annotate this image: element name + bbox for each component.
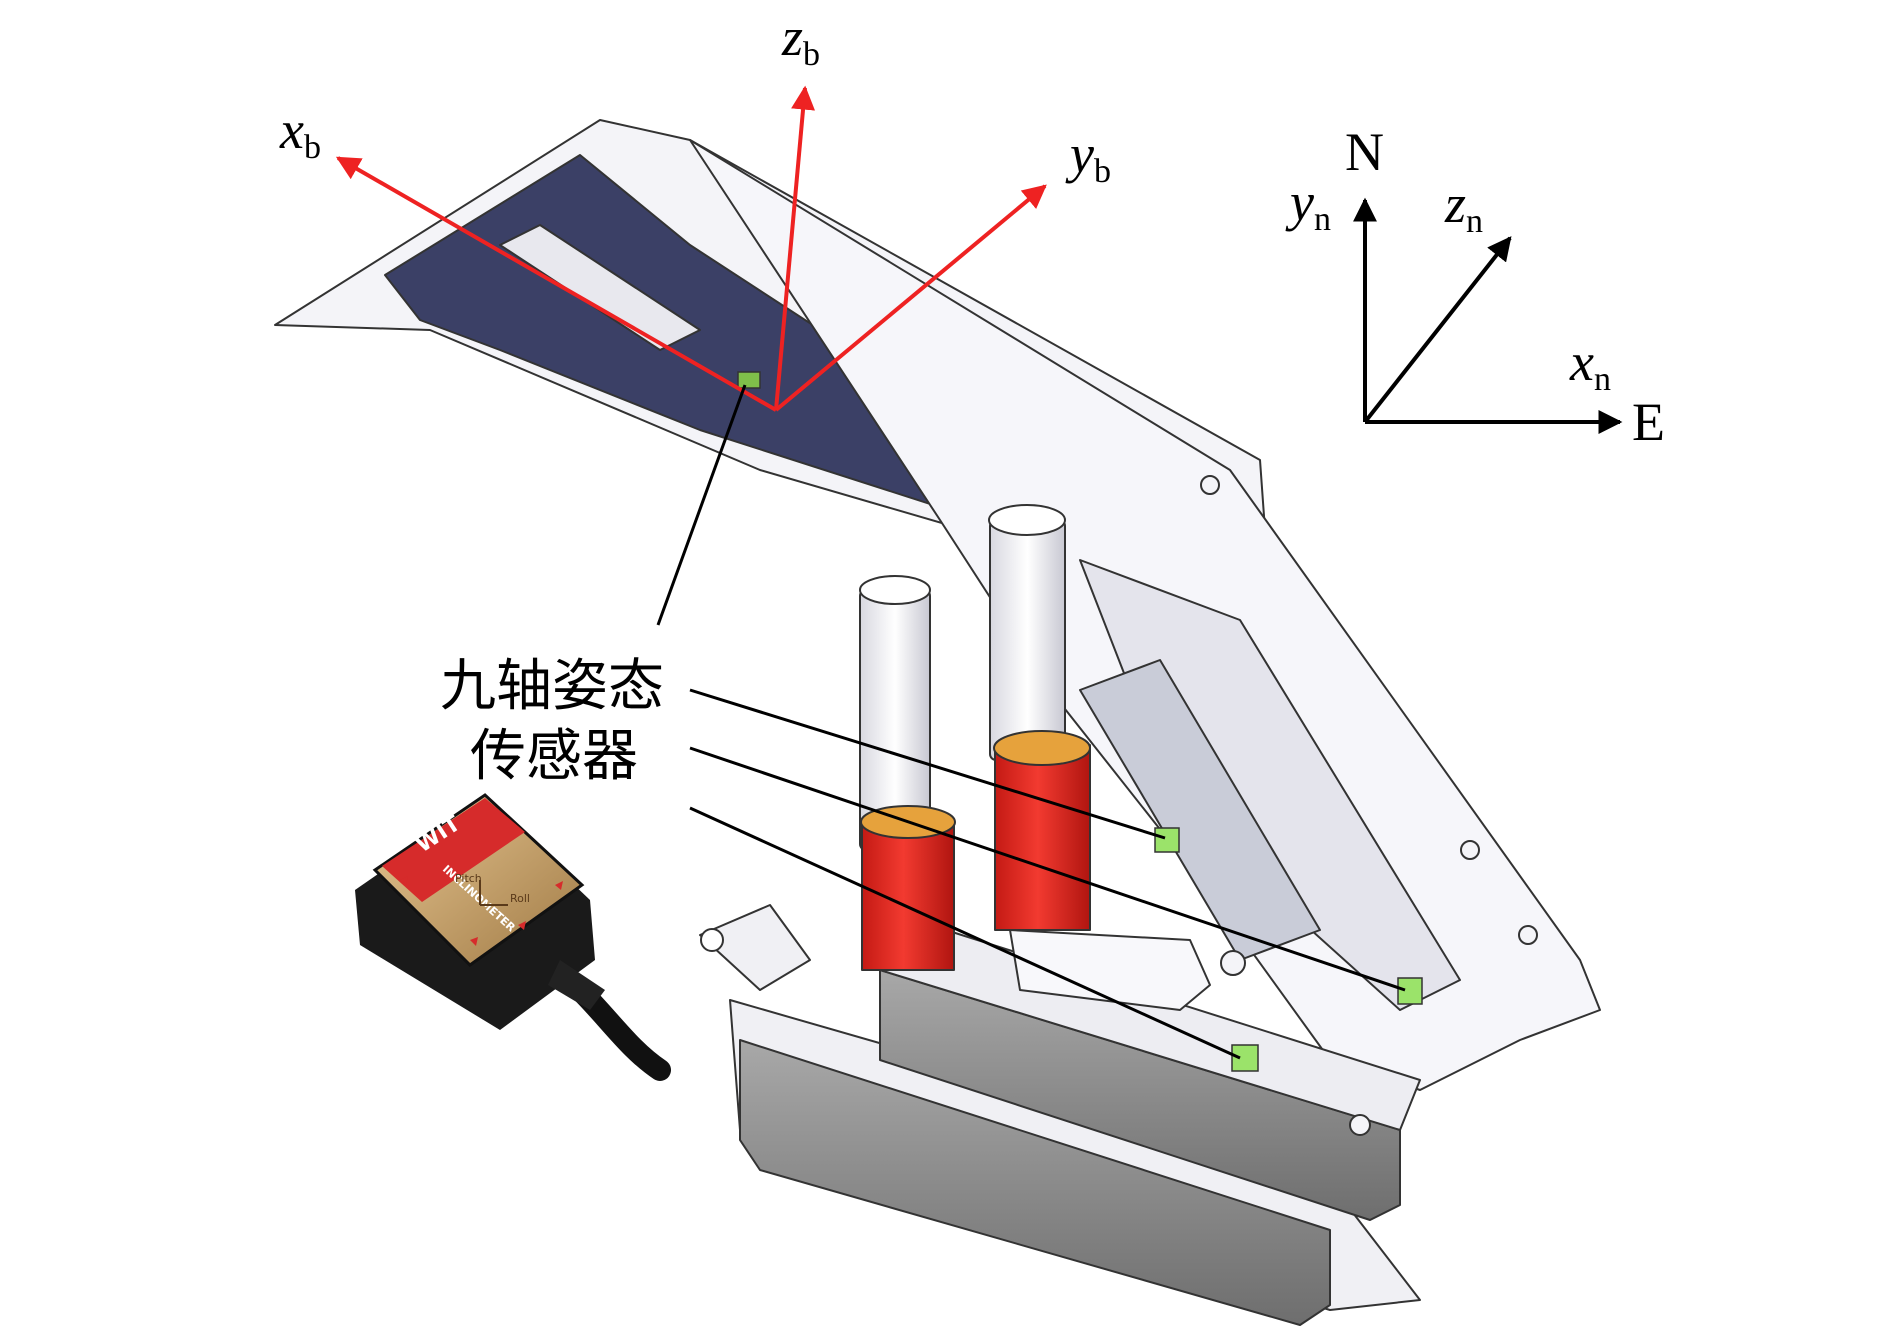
mount-hole xyxy=(1518,925,1538,945)
body-y-axis xyxy=(774,184,1047,412)
body-frame-labels: xb zb yb xyxy=(279,7,1111,190)
east-label: E xyxy=(1632,392,1665,452)
grey-guide-plate xyxy=(1079,659,1321,961)
sensor-markers xyxy=(737,371,1423,1072)
nav-frame-labels: N yn zn xn E xyxy=(1285,122,1665,452)
body-frame-axes xyxy=(335,85,1047,412)
base-lug xyxy=(699,904,811,991)
leg-cylinder-right-lower xyxy=(994,744,1091,931)
leader-rear xyxy=(689,746,1406,992)
body-z-label: zb xyxy=(781,7,820,73)
sensor-header-band xyxy=(382,798,525,902)
sensor-marker-rear xyxy=(1397,977,1423,1005)
sensor-pitch-label: Pitch xyxy=(455,872,482,885)
base-pad-left xyxy=(739,1039,1331,1326)
body-z-axis xyxy=(774,85,816,411)
lug-hole xyxy=(700,928,724,952)
mount-hole xyxy=(1349,1114,1371,1136)
canopy-bar xyxy=(499,224,701,351)
sensor-corner-marks xyxy=(400,876,563,946)
leg-cylinder-left-lower xyxy=(861,819,955,971)
leg-cylinder-left-top xyxy=(859,575,931,605)
sensor-label-line1: 九轴姿态 xyxy=(440,654,664,719)
sensor-marker-link xyxy=(1154,827,1180,853)
nav-x-label: xn xyxy=(1569,332,1611,398)
leader-base xyxy=(689,806,1241,1060)
body-x-label: xb xyxy=(279,100,321,166)
nav-frame-axes xyxy=(1353,197,1623,434)
leg-cylinder-right-upper xyxy=(989,519,1066,761)
sensor-marker-canopy xyxy=(737,371,761,389)
north-label: N xyxy=(1345,122,1384,182)
nav-y-label: yn xyxy=(1285,172,1331,238)
sensor-label: 九轴姿态 传感器 xyxy=(440,654,664,789)
base-link xyxy=(1009,929,1211,1011)
mount-hole xyxy=(1220,950,1246,976)
leg-cylinder-right-top xyxy=(988,504,1066,536)
leg-cylinder-right-ring xyxy=(993,730,1091,766)
sensor-label-line2: 传感器 xyxy=(470,724,638,789)
nav-z-label: zn xyxy=(1444,174,1483,240)
sensor-face-axes xyxy=(479,880,508,906)
mount-hole xyxy=(1460,840,1480,860)
sensor-cable-gland xyxy=(548,960,605,1010)
sensor-marker-base xyxy=(1231,1044,1259,1072)
body-y-label: yb xyxy=(1065,124,1111,190)
nav-z-axis xyxy=(1363,236,1512,424)
sensor-roll-label: Roll xyxy=(510,892,530,905)
leader-lines xyxy=(656,384,1406,1060)
leader-canopy xyxy=(656,384,747,626)
support-structure xyxy=(274,119,1601,1326)
inclinometer-device: WIT INCLINOMETER Pitch Roll xyxy=(355,793,671,1081)
body-x-axis xyxy=(335,156,777,412)
mount-hole xyxy=(1200,475,1220,495)
leader-link xyxy=(689,688,1166,840)
